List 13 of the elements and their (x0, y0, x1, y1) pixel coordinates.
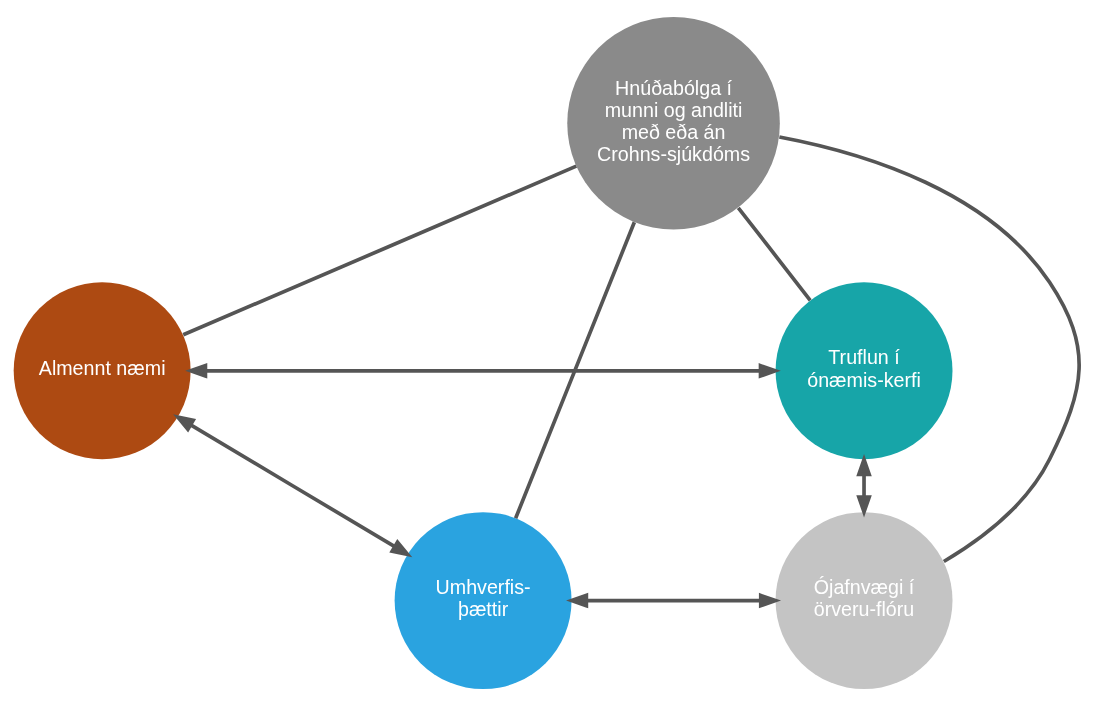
arrow (856, 453, 872, 517)
node-circle: Hnúðabólga í munni og andliti með eða án Crohns-sjúkdóms (567, 16, 780, 229)
connector (736, 206, 812, 301)
arrow (185, 362, 781, 379)
node-circle: Umhverfis-þættir (394, 511, 572, 689)
connector (513, 221, 637, 519)
connector (182, 163, 578, 336)
node-circle: Ójafnvægi í örveru-flóru (775, 511, 953, 689)
node-circle: Almennt næmi (13, 281, 191, 459)
connector (779, 134, 1081, 563)
arrow (173, 413, 413, 557)
arrow (566, 592, 782, 608)
node-circle: Truflun í ónæmis-kerfi (775, 281, 953, 459)
